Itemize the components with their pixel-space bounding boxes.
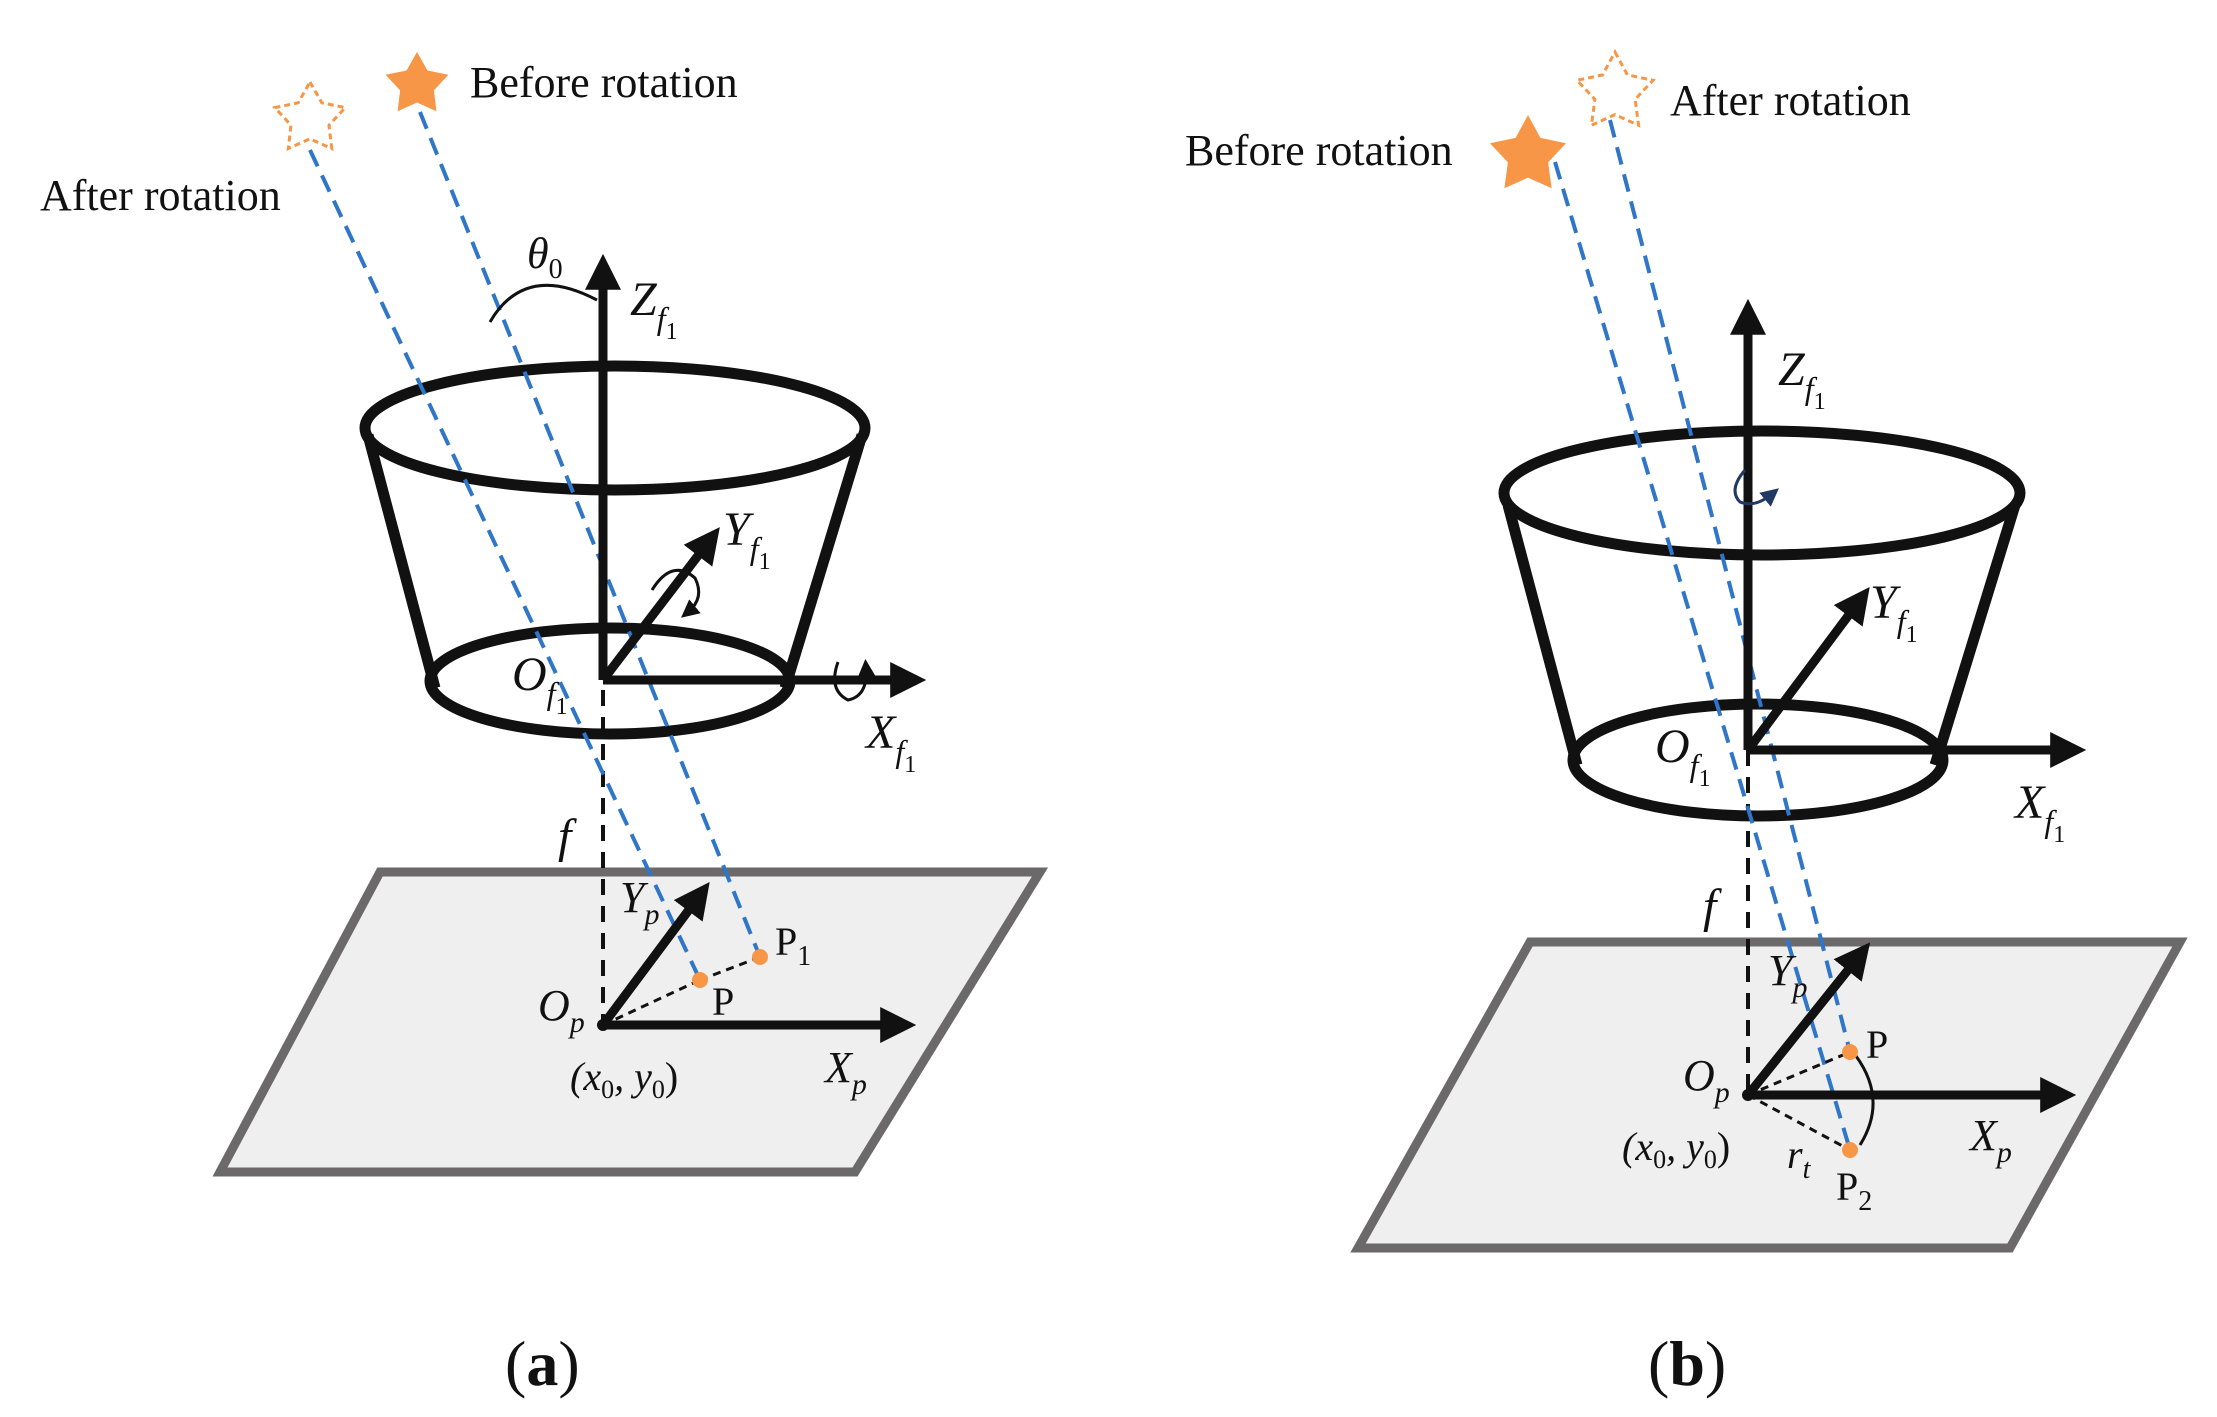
z-axis-label-a: Zf1 [630, 273, 678, 345]
y-axis-b [1744, 587, 1870, 753]
origin-f-label-b: Of1 [1655, 720, 1711, 792]
x-axis-label-b: Xf1 [2013, 776, 2065, 848]
point-p2-b [1842, 1142, 1858, 1158]
point-p1-a [752, 949, 768, 965]
op-to-p2-line-b [1747, 1093, 1851, 1152]
panel-b: Before rotation After rotation Zf1 Yf1 X… [1185, 48, 2188, 1399]
plane-x-label-b: Xp [1968, 1111, 2012, 1169]
y-axis-label-b: Yf1 [1870, 576, 1918, 648]
plane-y-label-a: Yp [620, 873, 659, 931]
caption-b: (b) [1648, 1328, 1726, 1399]
plane-origin-label-a: Op [538, 981, 585, 1039]
point-p-b [1842, 1044, 1858, 1060]
plane-y-label-b: Yp [1768, 946, 1807, 1004]
point-p1-label-a: P1 [775, 919, 811, 972]
point-p-label-b: P [1866, 1022, 1888, 1067]
op-to-p-line-b [1747, 1050, 1851, 1097]
rays-b [1553, 119, 1852, 1151]
point-p-label-a: P [712, 979, 734, 1024]
plane-x-label-a: Xp [823, 1043, 867, 1101]
z-axis-label-b: Zf1 [1778, 343, 1826, 415]
rotation-arrow-x-a [833, 659, 876, 702]
theta-label-a: θ0 [527, 229, 563, 285]
theta-arc-a [488, 283, 598, 323]
star-after-b [1574, 48, 1656, 128]
x-axis-label-a: Xf1 [864, 706, 916, 778]
y-axis-label-a: Yf1 [723, 503, 771, 575]
origin-f-label-a: Of1 [512, 648, 568, 720]
before-rotation-label-b: Before rotation [1185, 126, 1453, 175]
panel-a: Before rotation After rotation θ0 Zf1 Yf… [40, 52, 1049, 1399]
after-rotation-label-a: After rotation [40, 171, 281, 220]
plane-y-axis-b [1744, 942, 1871, 1098]
y-axis-a [599, 527, 720, 683]
p-to-p1-line-a [699, 955, 761, 982]
point-p-a [692, 972, 708, 988]
before-rotation-label-a: Before rotation [470, 58, 738, 107]
rays-a [308, 111, 762, 981]
op-to-p-line-a [602, 978, 701, 1027]
principal-point-coord-a: (x0, y0) [570, 1054, 678, 1104]
lens-cone-b [1498, 425, 2026, 822]
principal-point-coord-b: (x0, y0) [1622, 1124, 1730, 1174]
point-p2-label-b: P2 [1836, 1164, 1872, 1217]
star-before-a [385, 52, 449, 112]
caption-a: (a) [505, 1328, 580, 1399]
radius-label-b: rt [1787, 1132, 1812, 1185]
focal-length-label-b: f [1703, 880, 1722, 933]
focal-length-label-a: f [558, 810, 577, 863]
rotation-arc-b [1854, 1055, 1875, 1146]
plane-origin-label-b: Op [1683, 1051, 1730, 1109]
after-rotation-label-b: After rotation [1670, 76, 1911, 125]
rotation-arrow-z-b [1733, 469, 1779, 507]
star-after-a [271, 78, 349, 152]
star-before-b [1490, 115, 1566, 189]
rotation-arrow-y-a [650, 568, 701, 618]
plane-y-axis-a [599, 882, 710, 1028]
